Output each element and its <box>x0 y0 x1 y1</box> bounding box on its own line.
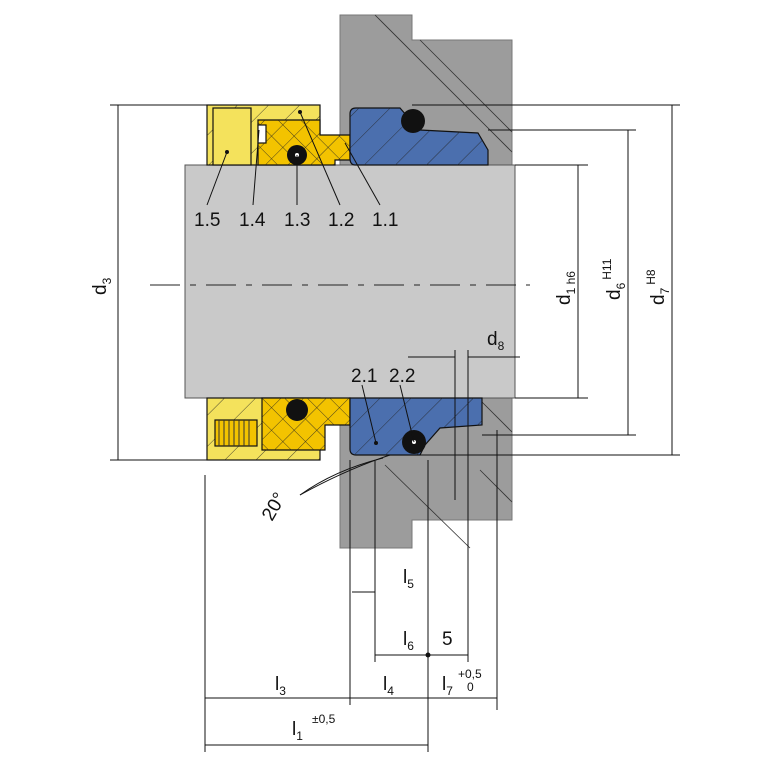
dim-d7: d7H8 <box>644 269 672 305</box>
dim-l5: l5 <box>403 567 414 591</box>
dim-l1: l1 ±0,5 <box>292 712 336 743</box>
dim-5: 5 <box>442 629 453 650</box>
svg-text:d6H11: d6H11 <box>600 258 628 300</box>
dim-d8: d8 <box>487 329 505 353</box>
dim-l7: l7 +0,5 0 <box>442 667 482 698</box>
label-1-3: 1.3 <box>284 210 310 231</box>
svg-text:+0,5: +0,5 <box>458 667 482 681</box>
svg-text:±0,5: ±0,5 <box>312 712 336 726</box>
rotary-head-bottom <box>206 397 351 461</box>
svg-text:d7H8: d7H8 <box>644 269 672 305</box>
dim-l3: l3 <box>275 674 286 698</box>
svg-text:l7: l7 <box>442 674 453 698</box>
label-2-2: 2.2 <box>389 366 415 387</box>
label-1-1: 1.1 <box>372 210 398 231</box>
svg-text:l1: l1 <box>292 719 303 743</box>
angle-label: 20° <box>258 489 291 524</box>
seat-top <box>349 107 489 166</box>
dim-d6: d6H11 <box>600 258 628 300</box>
svg-text:d1 h6: d1 h6 <box>554 271 578 305</box>
oring-seat-top <box>401 109 425 133</box>
svg-text:0: 0 <box>467 680 474 694</box>
seat-bottom <box>349 397 483 456</box>
spring <box>214 419 258 447</box>
rotary-head-top <box>206 104 351 166</box>
label-2-1: 2.1 <box>351 366 377 387</box>
label-1-2: 1.2 <box>328 210 354 231</box>
label-1-5: 1.5 <box>194 210 220 231</box>
oring-bottom-head <box>286 399 308 421</box>
shaft <box>184 164 516 399</box>
label-1-4: 1.4 <box>239 210 266 231</box>
svg-text:d3: d3 <box>90 277 114 295</box>
dim-l6: l6 <box>403 629 414 653</box>
dim-d3: d3 <box>90 277 114 295</box>
dim-l4: l4 <box>383 674 394 698</box>
dim-d1: d1 h6 <box>554 271 578 305</box>
